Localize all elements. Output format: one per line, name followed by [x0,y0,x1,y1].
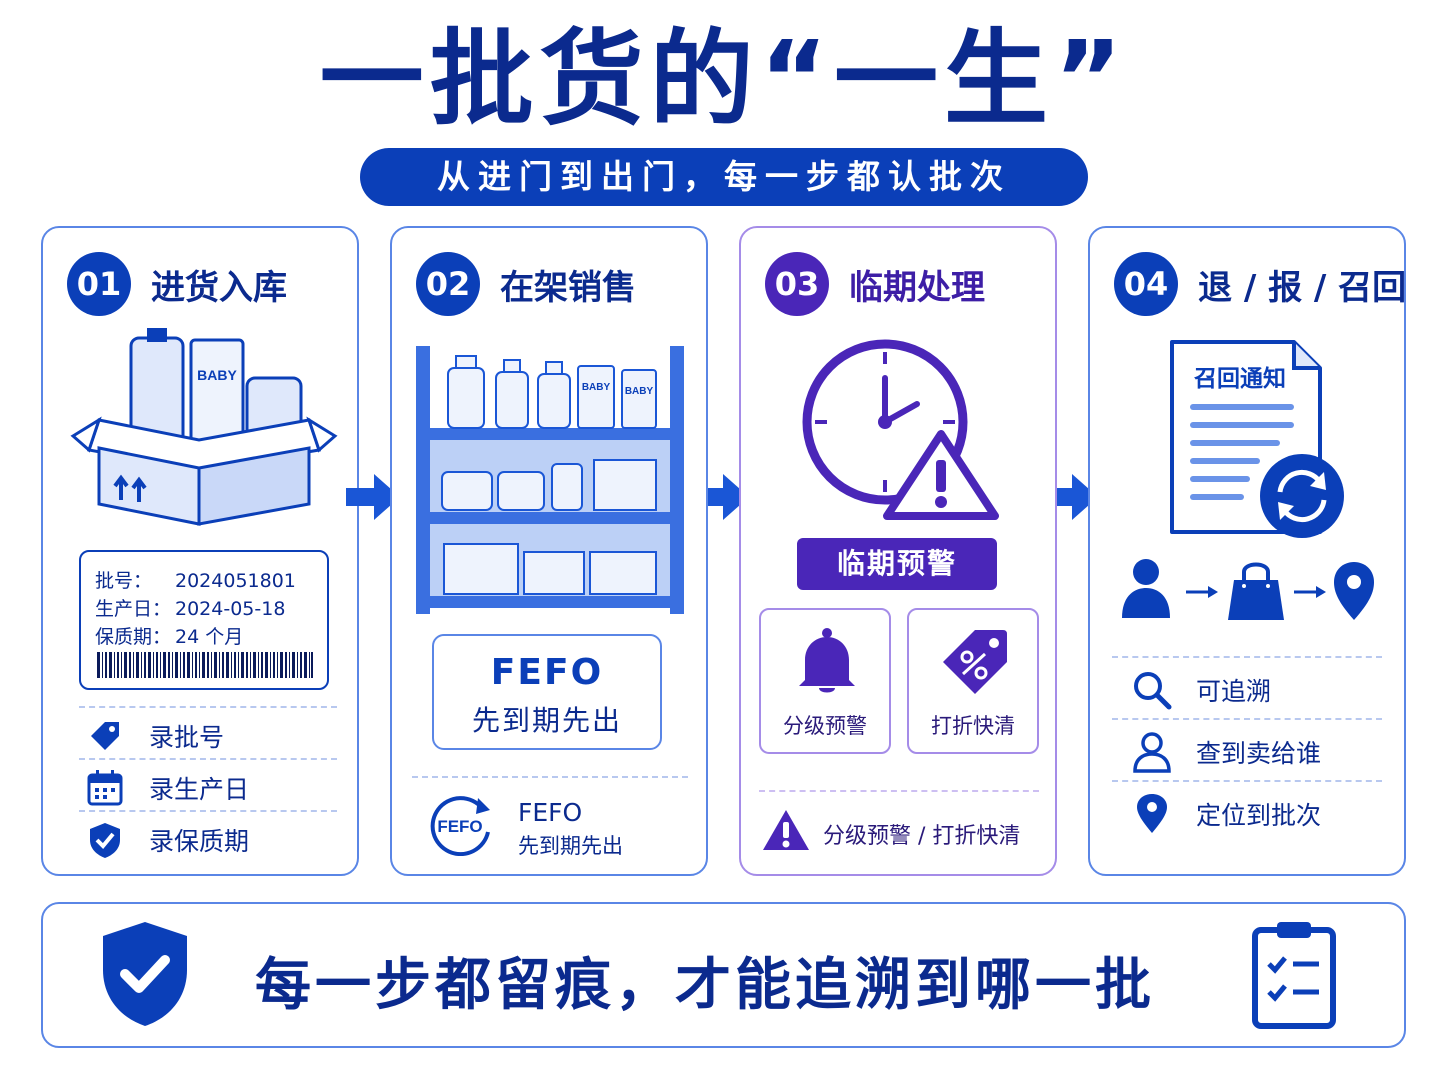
flow-arrow-icon [695,474,749,520]
mini-card-discount-clear: 打折快清 [907,608,1039,754]
warning-icon [763,810,809,850]
shield-check-icon [83,818,127,862]
step-number: 01 [67,252,131,316]
bell-icon [799,628,855,693]
list-item-who-bought: 查到卖给谁 [1130,730,1321,774]
label-row-batch: 批号：2024051801 [95,570,296,592]
near-expiry-bottom-text: 分级预警 / 打折快清 [823,824,1021,849]
list-item-record-batch: 录批号 [83,714,224,758]
fefo-bottom-sub: 先到期先出 [518,834,623,858]
fefo-subtext: 先到期先出 [471,704,622,737]
near-expiry-badge: 临期预警 [797,538,997,590]
list-item-record-shelf-life: 录保质期 [83,818,249,862]
label-row-production: 生产日：2024-05-18 [95,598,286,620]
page-subtitle: 从进门到出门，每一步都认批次 [360,148,1088,206]
fefo-bottom-title: FEFO [518,798,583,827]
shelf-baby-label-1: BABY [582,382,611,393]
step-title: 在架销售 [500,268,636,308]
clock-warning-icon [802,339,999,520]
open-box-icon: BABY [70,328,338,526]
calendar-icon [83,766,127,810]
list-item-record-production-date: 录生产日 [83,766,249,810]
step-card-receiving: 01 进货入库 BABY 批号：2024051801 生产日：2024-05-1… [41,226,359,876]
person-to-bag-to-location-icon [1122,559,1374,620]
magnifier-icon [1130,668,1174,712]
mini-card-tiered-alert: 分级预警 [759,608,891,754]
footer-text: 每一步都留痕，才能追溯到哪一批 [255,953,1155,1018]
barcode-icon [97,652,313,678]
step-card-return-recall: 04 退 / 报 / 召回 召回通知 可追溯 [1088,226,1406,876]
footer-banner: 每一步都留痕，才能追溯到哪一批 [41,902,1406,1048]
svg-text:FEFO: FEFO [437,817,482,836]
label-row-shelf-life: 保质期：24 个月 [95,626,244,648]
fefo-heading: FEFO [490,652,604,693]
step-card-near-expiry: 03 临期处理 临期预警 分级预警 打折快清 [739,226,1057,876]
step-number: 04 [1114,252,1178,316]
tag-icon [83,714,127,758]
shelf-baby-label-2: BABY [625,386,654,397]
recall-notice-title: 召回通知 [1193,365,1286,392]
fefo-cycle-icon: FEFO [430,796,490,856]
step-title: 临期处理 [849,268,985,308]
person-icon [1130,730,1174,774]
page-title: 一批货的“一生” [319,18,1129,140]
recall-notice-document-icon: 召回通知 [1170,340,1344,538]
fefo-box: FEFO 先到期先出 [432,634,662,750]
flow-arrow-icon [346,474,400,520]
batch-label-card: 批号：2024051801 生产日：2024-05-18 保质期：24 个月 [79,550,329,690]
location-pin-icon [1130,792,1174,836]
shield-check-icon [103,922,187,1026]
shelf-icon: BABY BABY [416,346,684,614]
flow-arrow-icon [1044,474,1098,520]
step-number: 03 [765,252,829,316]
list-item-traceable: 可追溯 [1130,668,1271,712]
clipboard-checklist-icon [1252,922,1336,1029]
baby-label: BABY [197,367,237,383]
step-number: 02 [416,252,480,316]
list-item-locate-batch: 定位到批次 [1130,792,1321,836]
step-title: 进货入库 [151,268,287,308]
step-title: 退 / 报 / 召回 [1198,268,1407,308]
discount-tag-icon [943,630,1007,694]
step-card-on-shelf: 02 在架销售 BABY BABY FEFO 先到期先出 [390,226,708,876]
